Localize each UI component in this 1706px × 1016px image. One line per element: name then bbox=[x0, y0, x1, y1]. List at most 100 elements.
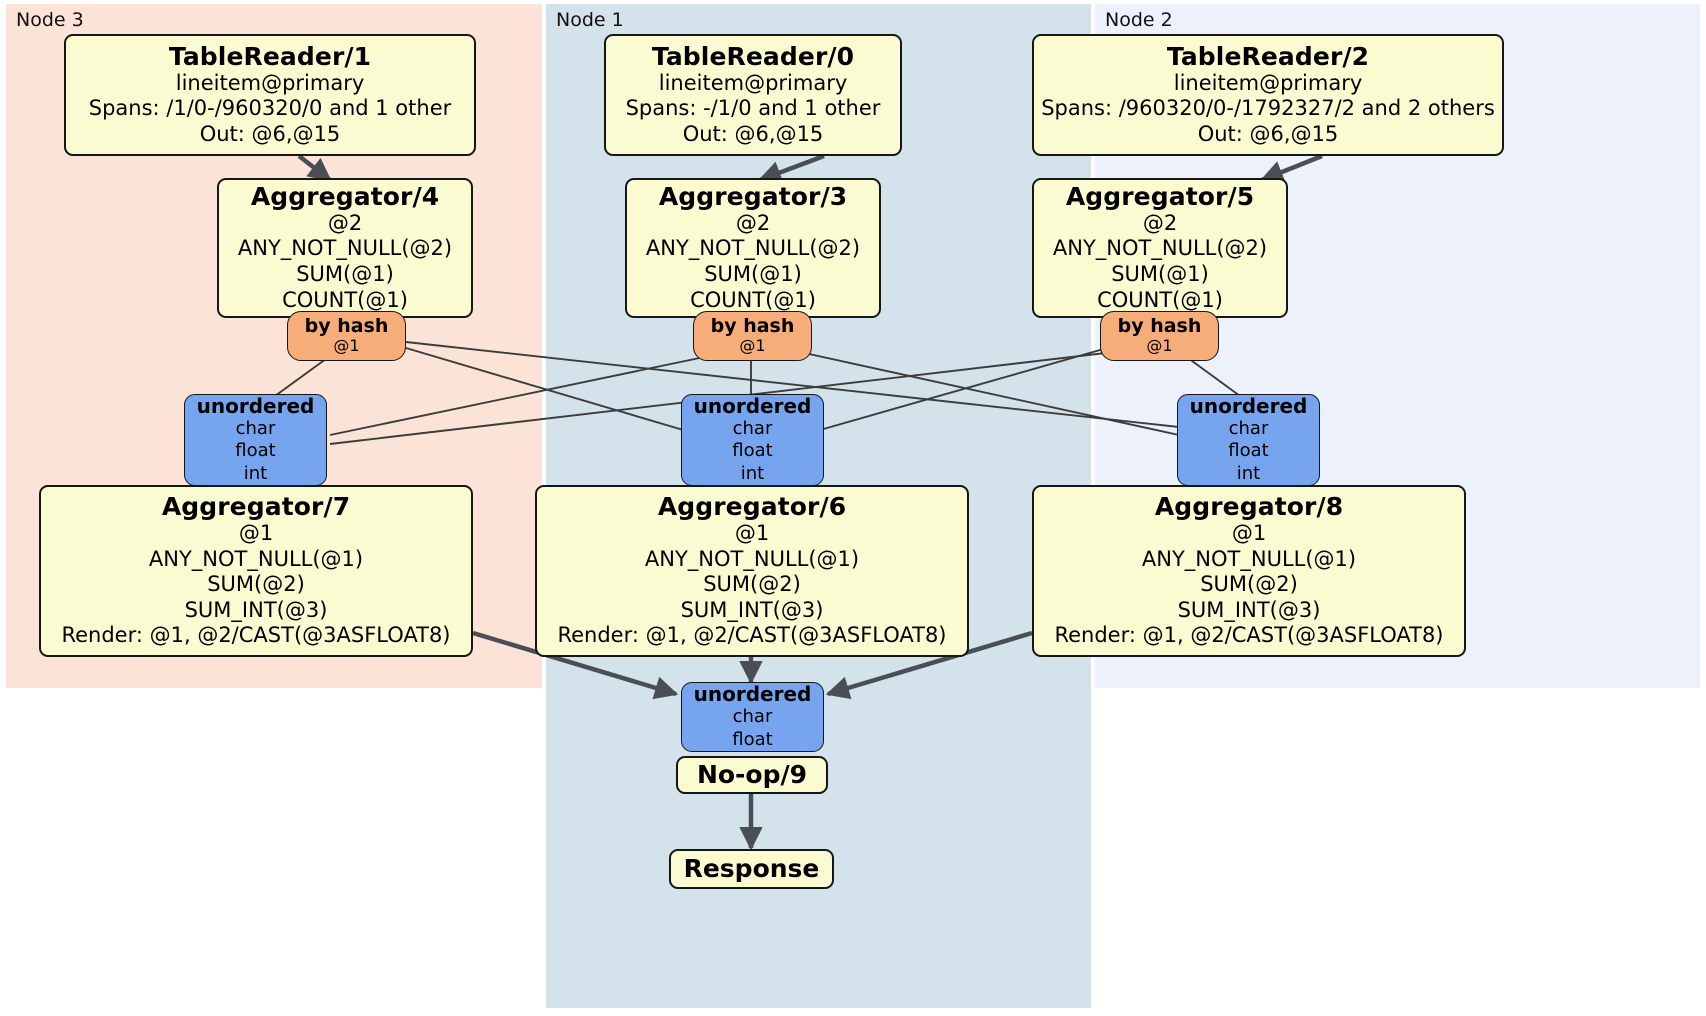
processor-detail-agg-1: ANY_NOT_NULL(@2) bbox=[237, 236, 453, 261]
processor-detail-agg-1: ANY_NOT_NULL(@1) bbox=[644, 546, 860, 571]
router-detail-key: @1 bbox=[333, 336, 360, 356]
processor-aggregator-5[interactable]: Aggregator/5 @2 ANY_NOT_NULL(@2) SUM(@1)… bbox=[1032, 178, 1288, 318]
processor-detail-table: lineitem@primary bbox=[175, 70, 365, 95]
router-by-hash-aggregator-5[interactable]: by hash @1 bbox=[1100, 311, 1219, 361]
edge-byhash5-unordered8 bbox=[1187, 357, 1241, 397]
processor-detail-out: Out: @6,@15 bbox=[1197, 121, 1339, 146]
processor-detail-agg-2: SUM(@1) bbox=[704, 262, 802, 286]
processor-detail-agg-3: COUNT(@1) bbox=[1097, 287, 1223, 312]
processor-detail-table: lineitem@primary bbox=[1173, 70, 1363, 95]
receiver-type-2: float bbox=[732, 440, 773, 462]
processor-detail-spans: Spans: /960320/0-/1792327/2 and 2 others bbox=[1041, 96, 1495, 121]
processor-detail-agg-3: SUM_INT(@3) bbox=[680, 597, 824, 622]
processor-detail-agg-1: ANY_NOT_NULL(@1) bbox=[148, 546, 364, 571]
processor-detail-agg-1: ANY_NOT_NULL(@2) bbox=[1052, 236, 1268, 261]
receiver-type-3: int bbox=[1236, 462, 1261, 484]
processor-title: Aggregator/4 bbox=[250, 181, 440, 211]
router-detail-key: @1 bbox=[1146, 336, 1173, 356]
receiver-type-2: float bbox=[235, 440, 276, 462]
receiver-type-2: float bbox=[732, 728, 773, 750]
receiver-type-3: int bbox=[740, 462, 765, 484]
processor-detail-agg-2: SUM(@1) bbox=[1111, 262, 1209, 286]
processor-title: TableReader/2 bbox=[1166, 41, 1370, 71]
edge-tablereader0-aggregator3 bbox=[757, 153, 825, 184]
processor-aggregator-7[interactable]: Aggregator/7 @1 ANY_NOT_NULL(@1) SUM(@2)… bbox=[39, 485, 473, 657]
processor-title: Aggregator/6 bbox=[657, 491, 847, 521]
processor-title: Response bbox=[683, 854, 820, 884]
processor-detail-render: Render: @1, @2/CAST(@3ASFLOAT8) bbox=[61, 623, 451, 648]
processor-title: Aggregator/8 bbox=[1154, 491, 1344, 521]
processor-tablereader-0[interactable]: TableReader/0 lineitem@primary Spans: -/… bbox=[604, 34, 902, 156]
router-title: by hash bbox=[1117, 315, 1202, 338]
processor-tablereader-2[interactable]: TableReader/2 lineitem@primary Spans: /9… bbox=[1032, 34, 1504, 156]
processor-tablereader-1[interactable]: TableReader/1 lineitem@primary Spans: /1… bbox=[64, 34, 476, 156]
processor-detail-agg-3: SUM_INT(@3) bbox=[1177, 597, 1321, 622]
processor-detail-render: Render: @1, @2/CAST(@3ASFLOAT8) bbox=[1054, 623, 1444, 648]
router-title: by hash bbox=[710, 315, 795, 338]
processor-title: Aggregator/3 bbox=[658, 181, 848, 211]
receiver-type-1: char bbox=[732, 417, 773, 439]
receiver-type-1: char bbox=[1228, 417, 1269, 439]
processor-response[interactable]: Response bbox=[669, 849, 834, 889]
processor-detail-out: Out: @6,@15 bbox=[199, 121, 341, 146]
processor-detail-group: @2 bbox=[1142, 210, 1178, 235]
processor-detail-spans: Spans: /1/0-/960320/0 and 1 other bbox=[88, 96, 452, 121]
processor-detail-table: lineitem@primary bbox=[658, 70, 848, 95]
receiver-unordered-aggregator-7[interactable]: unordered char float int bbox=[184, 394, 327, 486]
receiver-type-2: float bbox=[1228, 440, 1269, 462]
router-title: by hash bbox=[304, 315, 389, 338]
router-detail-key: @1 bbox=[739, 336, 766, 356]
processor-aggregator-4[interactable]: Aggregator/4 @2 ANY_NOT_NULL(@2) SUM(@1)… bbox=[217, 178, 473, 318]
receiver-type-1: char bbox=[732, 706, 773, 727]
receiver-unordered-aggregator-8[interactable]: unordered char float int bbox=[1177, 394, 1320, 486]
processor-aggregator-8[interactable]: Aggregator/8 @1 ANY_NOT_NULL(@1) SUM(@2)… bbox=[1032, 485, 1466, 657]
edge-byhash5-unordered6 bbox=[819, 345, 1115, 431]
receiver-title: unordered bbox=[693, 393, 812, 418]
processor-title: No-op/9 bbox=[696, 760, 808, 790]
processor-title: Aggregator/7 bbox=[161, 491, 351, 521]
processor-detail-agg-2: SUM(@1) bbox=[296, 262, 394, 286]
processor-detail-agg-2: SUM(@2) bbox=[703, 572, 801, 597]
processor-noop-9[interactable]: No-op/9 bbox=[676, 756, 828, 794]
processor-detail-agg-1: ANY_NOT_NULL(@2) bbox=[645, 236, 861, 261]
processor-detail-agg-3: COUNT(@1) bbox=[690, 287, 816, 312]
node-label-node-3: Node 3 bbox=[16, 9, 84, 31]
processor-detail-group: @2 bbox=[735, 210, 771, 235]
edge-byhash3-unordered8 bbox=[799, 351, 1189, 438]
processor-title: TableReader/1 bbox=[168, 41, 372, 71]
receiver-title: unordered bbox=[196, 393, 315, 418]
processor-detail-group: @1 bbox=[1231, 520, 1267, 545]
processor-detail-agg-3: COUNT(@1) bbox=[282, 287, 408, 312]
receiver-title: unordered bbox=[693, 682, 812, 706]
processor-title: TableReader/0 bbox=[651, 41, 855, 71]
processor-detail-group: @2 bbox=[327, 210, 363, 235]
processor-detail-render: Render: @1, @2/CAST(@3ASFLOAT8) bbox=[557, 623, 947, 648]
node-label-node-2: Node 2 bbox=[1105, 9, 1173, 31]
processor-detail-agg-3: SUM_INT(@3) bbox=[184, 597, 328, 622]
receiver-type-1: char bbox=[235, 417, 276, 439]
edge-byhash4-unordered8 bbox=[405, 341, 1189, 429]
edge-tablereader2-aggregator5 bbox=[1259, 153, 1323, 184]
router-by-hash-aggregator-3[interactable]: by hash @1 bbox=[693, 311, 812, 361]
receiver-type-3: int bbox=[243, 462, 268, 484]
processor-detail-agg-2: SUM(@2) bbox=[207, 572, 305, 597]
processor-detail-out: Out: @6,@15 bbox=[682, 121, 824, 146]
edge-aggregator7-unordered-final bbox=[472, 630, 679, 700]
edge-byhash3-unordered7 bbox=[329, 354, 715, 436]
edge-aggregator8-unordered-final bbox=[825, 630, 1033, 700]
edge-byhash4-unordered7 bbox=[274, 355, 331, 397]
processor-aggregator-3[interactable]: Aggregator/3 @2 ANY_NOT_NULL(@2) SUM(@1)… bbox=[625, 178, 881, 318]
receiver-title: unordered bbox=[1189, 393, 1308, 418]
processor-aggregator-6[interactable]: Aggregator/6 @1 ANY_NOT_NULL(@1) SUM(@2)… bbox=[535, 485, 969, 657]
processor-detail-group: @1 bbox=[734, 520, 770, 545]
router-by-hash-aggregator-4[interactable]: by hash @1 bbox=[287, 311, 406, 361]
processor-title: Aggregator/5 bbox=[1065, 181, 1255, 211]
processor-detail-group: @1 bbox=[238, 520, 274, 545]
receiver-unordered-aggregator-6[interactable]: unordered char float int bbox=[681, 394, 824, 486]
receiver-unordered-final[interactable]: unordered char float bbox=[681, 682, 824, 752]
processor-detail-agg-2: SUM(@2) bbox=[1200, 572, 1298, 597]
edge-tablereader1-aggregator4 bbox=[297, 154, 332, 182]
processor-detail-agg-1: ANY_NOT_NULL(@1) bbox=[1141, 546, 1357, 571]
